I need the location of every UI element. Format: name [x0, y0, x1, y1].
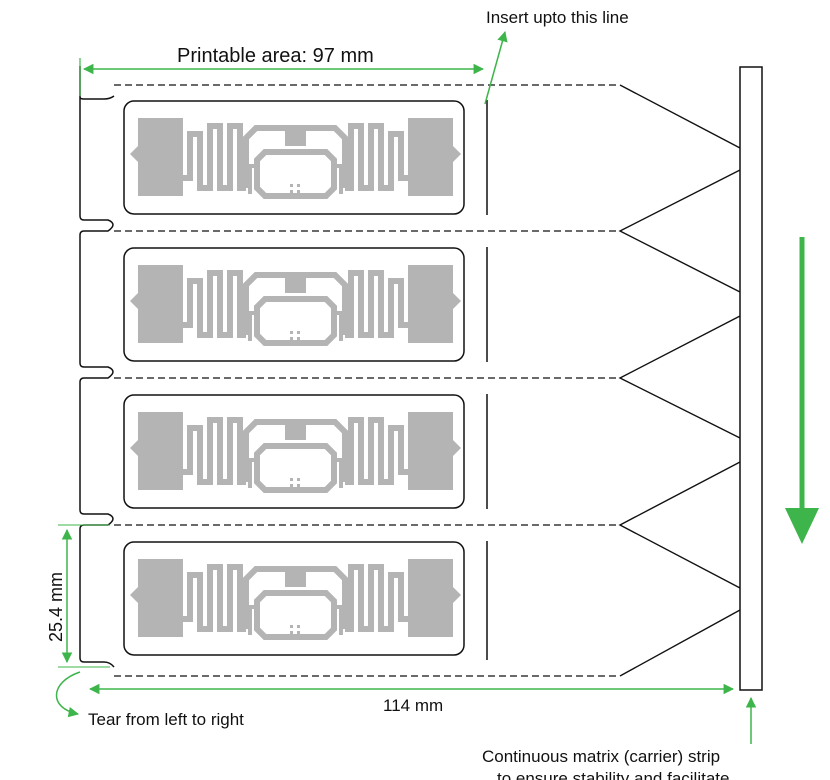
carrier-label-line1: Continuous matrix (carrier) strip — [482, 747, 720, 766]
sheet-outline — [80, 66, 118, 525]
label-1 — [123, 100, 465, 215]
label-height-text: 25.4 mm — [46, 572, 66, 642]
carrier-strip — [739, 66, 763, 691]
perforation-lines — [114, 84, 620, 677]
tear-direction-arrow — [55, 671, 81, 718]
printable-area-dimension — [79, 58, 485, 96]
printable-area-label: Printable area: 97 mm — [177, 45, 374, 67]
carrier-connectors — [618, 84, 741, 677]
label-height-dimension — [58, 524, 110, 668]
label-2 — [123, 247, 465, 362]
label-4 — [123, 541, 465, 656]
total-width-label: 114 mm — [383, 696, 443, 715]
insert-line-pointer — [484, 30, 508, 105]
feed-direction-arrow-icon — [785, 237, 819, 544]
tear-direction-label: Tear from left to right — [88, 710, 244, 729]
sheet-left-edge — [79, 66, 115, 668]
insert-line-label: Insert upto this line — [486, 8, 629, 27]
label-3 — [123, 394, 465, 509]
carrier-label-line2: to ensure stability and facilitate — [497, 769, 729, 780]
